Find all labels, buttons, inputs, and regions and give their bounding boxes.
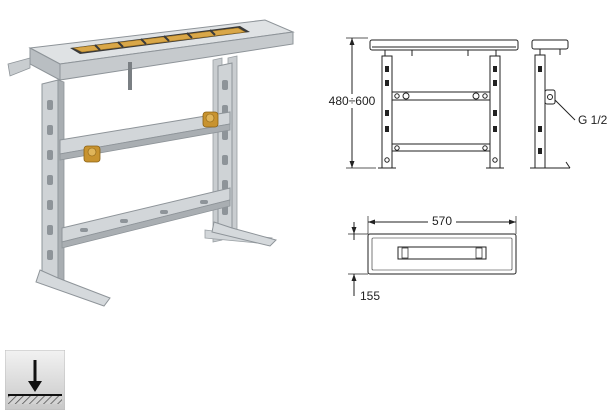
width-label-bg	[428, 214, 456, 228]
width-dimension-label: 570	[432, 214, 452, 228]
front-view-drawing	[346, 37, 519, 169]
brass-fitting-left	[83, 145, 101, 163]
height-label-bg	[326, 94, 378, 108]
brass-fitting-right	[202, 111, 219, 128]
floor-mount-arrow-icon	[5, 350, 65, 410]
height-dimension-label: 480÷600	[329, 94, 376, 108]
thread-size-label: G 1/2	[578, 113, 608, 127]
depth-dimension-label: 155	[360, 289, 380, 303]
side-view-drawing	[530, 39, 576, 169]
mounting-frame-photo	[7, 19, 295, 307]
floor-mount-icon-graphic	[5, 350, 65, 410]
